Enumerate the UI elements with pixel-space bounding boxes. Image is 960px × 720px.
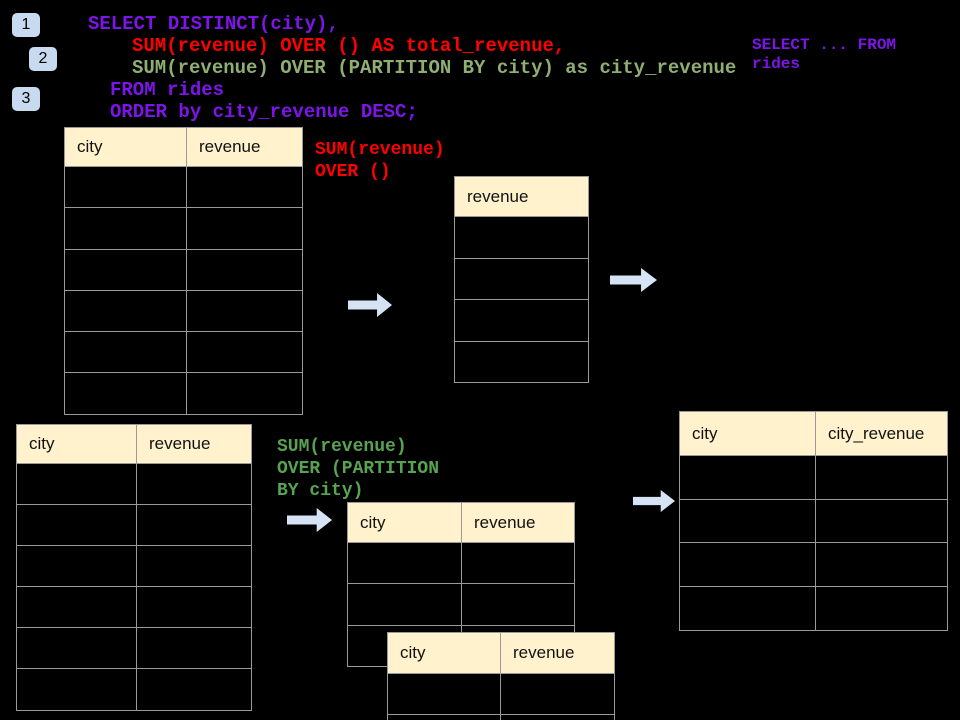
table-cell-empty xyxy=(137,669,251,710)
sql-line-partition: SUM(revenue) OVER (PARTITION BY city) as… xyxy=(132,57,737,79)
table-cell-empty xyxy=(680,456,815,499)
flow-arrow-right-4 xyxy=(633,490,675,512)
sql-line-total-revenue: SUM(revenue) OVER () AS total_revenue, xyxy=(132,35,566,57)
annotation-partition-line3: BY city) xyxy=(277,481,364,501)
flow-arrow-right-2 xyxy=(610,268,657,292)
column-header-revenue: revenue xyxy=(137,425,251,463)
column-header-city: city xyxy=(17,425,136,463)
table-cell-empty xyxy=(187,167,302,208)
table-cell-empty xyxy=(455,217,588,258)
table-cell-empty xyxy=(17,669,136,710)
column-header-city: city xyxy=(680,412,815,455)
table-cell-empty xyxy=(17,464,136,505)
table-cell-empty xyxy=(137,464,251,505)
sql-line-from: FROM rides xyxy=(110,79,225,101)
table-cell-empty xyxy=(816,587,947,630)
table-cell-empty xyxy=(388,715,500,720)
step-badge-1: 1 xyxy=(12,13,40,37)
table-cell-empty xyxy=(348,543,461,584)
table-cell-empty xyxy=(65,249,186,290)
table-cell-empty xyxy=(187,208,302,249)
flow-arrow-right-3 xyxy=(287,508,332,532)
table-cell-empty xyxy=(455,258,588,299)
table-cell-empty xyxy=(187,373,302,414)
column-header-revenue: revenue xyxy=(462,503,574,542)
annotation-total-line2: OVER () xyxy=(315,162,391,182)
table-cell-empty xyxy=(137,505,251,546)
table-cell-empty xyxy=(680,499,815,543)
sql-line-order-by: ORDER by city_revenue DESC; xyxy=(110,101,418,123)
table-cell-empty xyxy=(17,587,136,628)
column-header-city: city xyxy=(388,633,500,673)
annotation-total-line1: SUM(revenue) xyxy=(315,140,445,160)
column-header-revenue: revenue xyxy=(455,177,588,216)
table-cell-empty xyxy=(455,300,588,341)
annotation-partition-line1: SUM(revenue) xyxy=(277,437,407,457)
table-cell-empty xyxy=(137,628,251,669)
table-cell-empty xyxy=(388,674,500,714)
table-cell-empty xyxy=(501,674,614,714)
table-cell-empty xyxy=(17,628,136,669)
table-cell-empty xyxy=(137,546,251,587)
table-result: city city_revenue xyxy=(679,411,948,631)
table-cell-empty xyxy=(680,543,815,587)
table-cell-empty xyxy=(455,341,588,382)
table-cell-empty xyxy=(65,290,186,332)
side-snippet-line1: SELECT ... FROM xyxy=(752,36,897,54)
table-cell-empty xyxy=(462,584,574,625)
table-cell-empty xyxy=(816,543,947,587)
table-cell-empty xyxy=(501,715,614,720)
step-badge-2: 2 xyxy=(29,47,57,71)
table-cell-empty xyxy=(137,587,251,628)
table-source-bottom: city revenue xyxy=(16,424,252,711)
table-cell-empty xyxy=(187,290,302,332)
column-header-revenue: revenue xyxy=(187,128,302,166)
table-cell-empty xyxy=(680,587,815,630)
table-source-top: city revenue xyxy=(64,127,303,415)
table-partition-front: city revenue xyxy=(387,632,615,720)
table-cell-empty xyxy=(348,584,461,625)
table-cell-empty xyxy=(187,332,302,373)
column-header-revenue: revenue xyxy=(501,633,614,673)
column-header-city: city xyxy=(348,503,461,542)
table-cell-empty xyxy=(17,505,136,546)
table-revenue-only: revenue xyxy=(454,176,589,383)
table-cell-empty xyxy=(65,373,186,414)
column-header-city-revenue: city_revenue xyxy=(816,412,947,455)
sql-line-select: SELECT DISTINCT(city), xyxy=(88,13,339,35)
column-header-city: city xyxy=(65,128,186,166)
flow-arrow-right-1 xyxy=(348,293,392,317)
table-cell-empty xyxy=(65,208,186,249)
table-cell-empty xyxy=(462,543,574,584)
table-cell-empty xyxy=(816,456,947,499)
table-cell-empty xyxy=(187,249,302,290)
table-cell-empty xyxy=(65,332,186,373)
step-badge-3: 3 xyxy=(12,87,40,111)
annotation-partition-line2: OVER (PARTITION xyxy=(277,459,440,479)
table-cell-empty xyxy=(65,167,186,208)
side-snippet-line2: rides xyxy=(752,55,801,73)
annotation-total-revenue: SUM(revenue)OVER () xyxy=(315,139,445,183)
table-partition-back: city revenue xyxy=(347,502,575,667)
table-cell-empty xyxy=(17,546,136,587)
table-cell-empty xyxy=(816,499,947,543)
